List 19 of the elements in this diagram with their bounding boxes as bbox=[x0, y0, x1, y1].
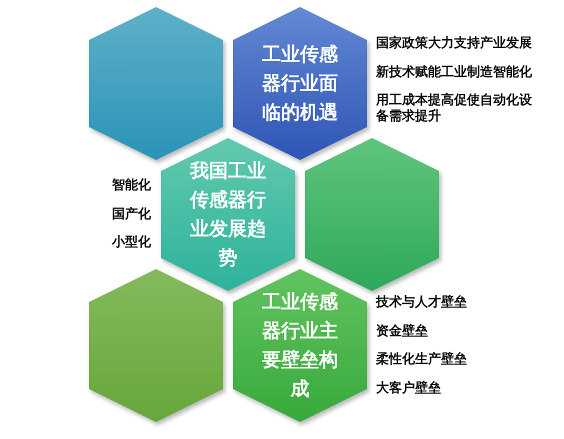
side-note: 国家政策大力支持产业发展 bbox=[376, 36, 532, 52]
side-note: 智能化 bbox=[112, 178, 151, 194]
hexagon-tile bbox=[89, 7, 223, 160]
hexagon-tile bbox=[161, 138, 295, 291]
side-note: 大客户壁垒 bbox=[376, 380, 441, 396]
side-note: 用工成本提高促使自动化设备需求提升 bbox=[376, 93, 533, 125]
hexagon-tile bbox=[233, 269, 367, 422]
side-note: 新技术赋能工业制造智能化 bbox=[376, 64, 532, 80]
side-note: 资金壁垒 bbox=[376, 324, 428, 340]
side-note: 技术与人才壁垒 bbox=[376, 295, 467, 311]
tile-title: 工业传感器行业面临的机遇 bbox=[261, 42, 339, 125]
hexagon-tile bbox=[233, 7, 367, 160]
tile-title: 我国工业传感器行业发展趋势 bbox=[188, 158, 267, 270]
side-note: 柔性化生产壁垒 bbox=[376, 352, 467, 368]
side-note: 国产化 bbox=[112, 206, 151, 222]
side-note: 小型化 bbox=[112, 235, 151, 251]
tile-title: 工业传感器行业主要壁垒构成 bbox=[261, 290, 339, 402]
hexagon-tile bbox=[305, 138, 439, 291]
hexagon-tile bbox=[89, 269, 223, 422]
